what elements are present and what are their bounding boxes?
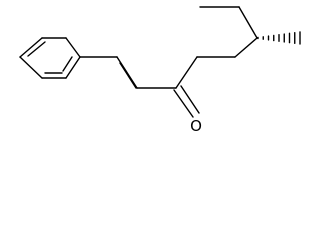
stereocenter-to-ch2-bond — [238, 6, 258, 39]
ch2-to-stereocenter-bond — [234, 37, 258, 58]
oxygen-atom-label: O — [190, 117, 202, 135]
alkene-bond — [116, 56, 138, 89]
alkene-double-bond-inner — [119, 62, 137, 89]
hashed-wedge-methyl — [257, 31, 301, 45]
skeletal-formula: O — [19, 6, 301, 135]
phenyl-ring — [19, 37, 81, 79]
carbonyl-to-ch2-bond — [175, 56, 198, 89]
ring-double-bond-a — [27, 41, 46, 57]
ring-bond-3 — [65, 37, 81, 58]
ring-double-bond-b — [62, 56, 73, 72]
structure-canvas: O — [19, 6, 301, 135]
ring-bond-4 — [65, 56, 81, 79]
carbonyl-double-bond-b — [180, 85, 200, 114]
carbon-chain — [79, 6, 258, 118]
carbonyl-double-bond-a — [173, 89, 194, 118]
ring-bond-1 — [19, 37, 43, 58]
ring-bond-6 — [19, 56, 43, 79]
